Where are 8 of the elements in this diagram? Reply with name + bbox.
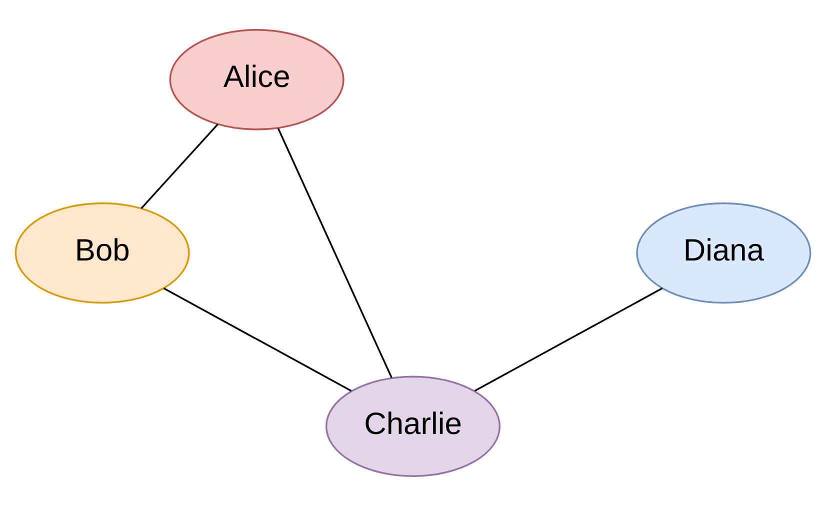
node-ellipse: Bob: [14, 202, 190, 304]
connector: [474, 287, 663, 392]
connector: [277, 128, 392, 378]
connector: [140, 123, 218, 208]
node-ellipse: Alice: [169, 28, 344, 130]
node-ellipse: Charlie: [325, 375, 501, 476]
connector: [163, 287, 352, 392]
node-ellipse: Diana: [636, 202, 812, 304]
